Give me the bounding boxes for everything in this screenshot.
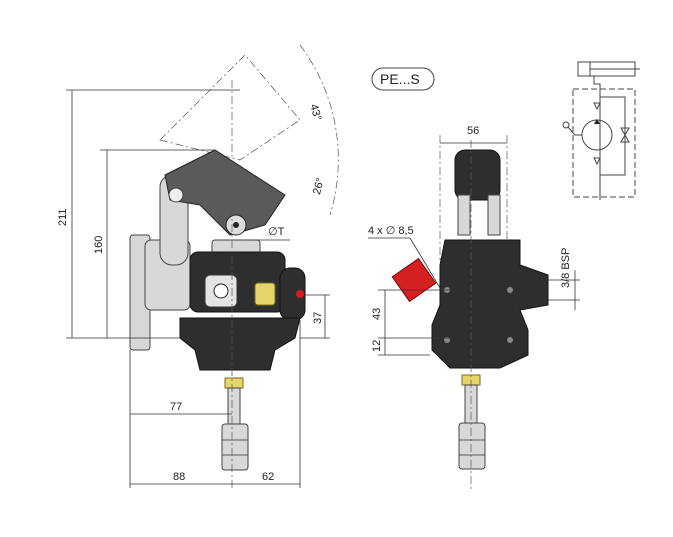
front-view-dimensions [368, 142, 580, 356]
port-height-label: 37 [312, 311, 324, 324]
front-view-pump [391, 135, 549, 490]
width-right-label: 62 [262, 471, 275, 483]
mount-holes-label: 4 x ∅ 8,5 [368, 225, 414, 237]
hole-spacing-label: 43 [371, 307, 383, 320]
front-width-label: 56 [467, 125, 480, 137]
hole-offset-label: 12 [371, 339, 383, 352]
stem-offset-label: 77 [170, 401, 183, 413]
height-total-label: 211 [57, 208, 69, 226]
hydraulic-schematic [562, 61, 640, 200]
thread-label: 3/8 BSP [560, 247, 572, 288]
side-view-pump [129, 44, 339, 490]
model-label: PE...S [380, 71, 420, 87]
port-diameter-label: ∅T [268, 226, 285, 238]
height-pivot-label: 160 [93, 235, 105, 254]
side-view-dimensions [66, 89, 330, 488]
model-badge [371, 67, 435, 91]
width-left-label: 88 [173, 471, 186, 483]
